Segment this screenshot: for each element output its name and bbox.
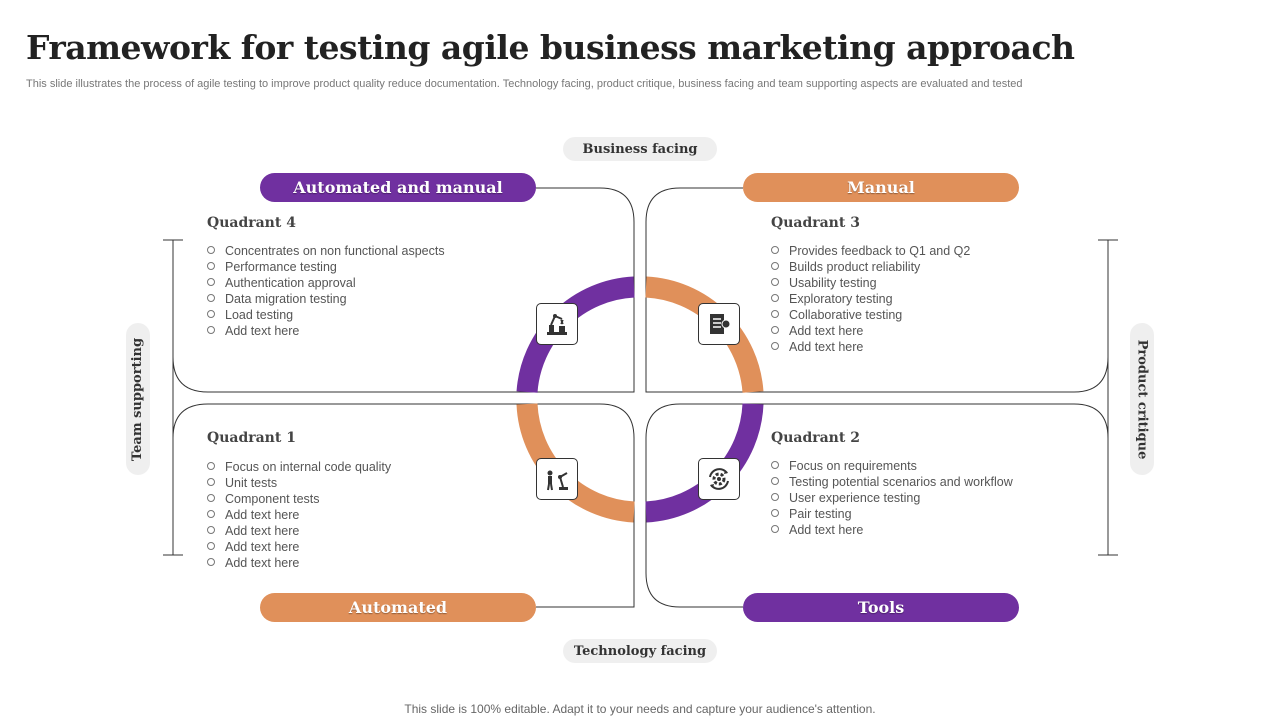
quadrant-1-list: Focus on internal code quality Unit test… — [207, 459, 391, 571]
quadrant-3-outline — [645, 187, 1109, 393]
list-item: User experience testing — [771, 490, 1013, 506]
list-item: Collaborative testing — [771, 307, 970, 323]
axis-label-left-text: Team supporting — [130, 337, 146, 461]
quadrant-1-outline — [172, 403, 635, 608]
list-item: Add text here — [207, 323, 445, 339]
server-document-icon — [698, 303, 740, 345]
list-item: Performance testing — [207, 259, 445, 275]
list-item: Add text here — [207, 539, 391, 555]
list-item: Usability testing — [771, 275, 970, 291]
robot-arm-icon — [536, 303, 578, 345]
list-item: Concentrates on non functional aspects — [207, 243, 445, 259]
quadrant-2-outline — [645, 403, 1109, 608]
right-bracket — [1098, 239, 1118, 556]
list-item: Data migration testing — [207, 291, 445, 307]
quadrant-1-heading: Quadrant 1 — [207, 430, 296, 446]
quadrant-4-heading: Quadrant 4 — [207, 215, 296, 231]
list-item: Add text here — [207, 523, 391, 539]
footer-note: This slide is 100% editable. Adapt it to… — [404, 702, 876, 716]
axis-label-top-text: Business facing — [582, 141, 698, 157]
axis-label-right-text: Product critique — [1134, 339, 1150, 459]
list-item: Load testing — [207, 307, 445, 323]
axis-label-top: Business facing — [563, 137, 717, 161]
list-item: Focus on internal code quality — [207, 459, 391, 475]
list-item: Focus on requirements — [771, 458, 1013, 474]
list-item: Add text here — [771, 323, 970, 339]
list-item: Add text here — [771, 522, 1013, 538]
tag-tools: Tools — [743, 593, 1019, 622]
page-title: Framework for testing agile business mar… — [26, 28, 1075, 67]
list-item: Exploratory testing — [771, 291, 970, 307]
quadrant-4-outline — [172, 187, 635, 393]
list-item: Authentication approval — [207, 275, 445, 291]
tag-automated: Automated — [260, 593, 536, 622]
axis-label-bottom: Technology facing — [563, 639, 717, 663]
list-item: Pair testing — [771, 506, 1013, 522]
list-item: Builds product reliability — [771, 259, 970, 275]
worker-robot-icon — [536, 458, 578, 500]
quadrant-2-list: Focus on requirements Testing potential … — [771, 458, 1013, 538]
gear-cycle-icon — [698, 458, 740, 500]
list-item: Component tests — [207, 491, 391, 507]
axis-label-bottom-text: Technology facing — [573, 643, 707, 659]
quadrant-3-list: Provides feedback to Q1 and Q2 Builds pr… — [771, 243, 970, 355]
list-item: Provides feedback to Q1 and Q2 — [771, 243, 970, 259]
axis-label-left: Team supporting — [126, 323, 150, 475]
quadrant-3-heading: Quadrant 3 — [771, 215, 860, 231]
tag-manual: Manual — [743, 173, 1019, 202]
left-bracket — [163, 239, 183, 556]
tag-automated-and-manual: Automated and manual — [260, 173, 536, 202]
page-subtitle: This slide illustrates the process of ag… — [26, 78, 1023, 90]
list-item: Testing potential scenarios and workflow — [771, 474, 1013, 490]
list-item: Unit tests — [207, 475, 391, 491]
quadrant-4-list: Concentrates on non functional aspects P… — [207, 243, 445, 339]
list-item: Add text here — [207, 555, 391, 571]
axis-label-right: Product critique — [1130, 323, 1154, 475]
quadrant-2-heading: Quadrant 2 — [771, 430, 860, 446]
list-item: Add text here — [771, 339, 970, 355]
list-item: Add text here — [207, 507, 391, 523]
